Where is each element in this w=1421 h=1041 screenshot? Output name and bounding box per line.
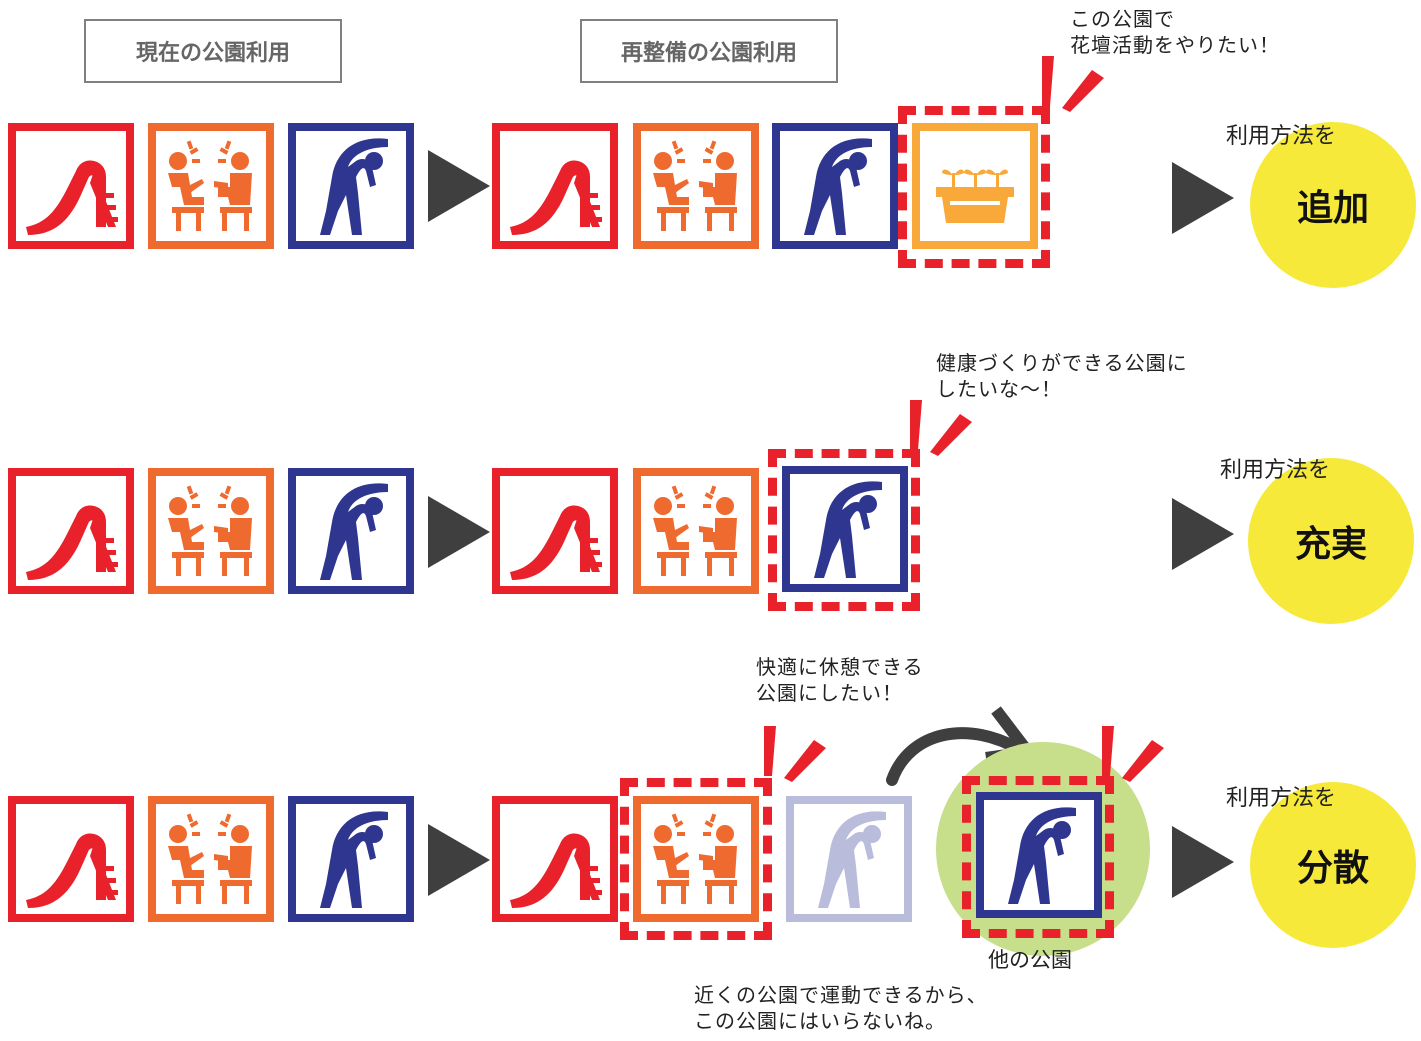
- exercise-tile: [288, 796, 414, 922]
- highlight-frame: [962, 776, 1114, 938]
- result-arrow: [1172, 826, 1234, 898]
- speech-line: 近くの公園で運動できるから、: [694, 983, 988, 1007]
- speech-line: 花壇活動をやりたい！: [1070, 33, 1280, 57]
- result-prefix: 利用方法を: [1226, 786, 1337, 811]
- conversation-icon: [641, 131, 751, 241]
- conversation-tile: [148, 468, 274, 594]
- speech-text: 近くの公園で運動できるから、 この公園にはいらないね。: [694, 982, 988, 1034]
- slide-tile: [492, 796, 618, 922]
- emphasis-marks-icon: [764, 726, 826, 782]
- result-arrow: [1172, 162, 1234, 234]
- result-prefix: 利用方法を: [1226, 124, 1337, 149]
- highlight-frame: [768, 449, 920, 611]
- conversation-tile: [633, 796, 759, 922]
- exercise-tile: [288, 468, 414, 594]
- speech-line: この公園で: [1070, 7, 1175, 31]
- result-circle: 充実: [1248, 458, 1414, 624]
- speech-line: 公園にしたい！: [756, 681, 903, 705]
- slide-icon: [500, 476, 610, 586]
- faded-exercise-tile: [786, 796, 912, 922]
- exercise-icon: [296, 476, 406, 586]
- transition-arrow: [428, 824, 490, 896]
- slide-tile: [8, 468, 134, 594]
- speech-text: 健康づくりができる公園に したいな～！: [936, 350, 1188, 402]
- other-park-label: 他の公園: [988, 948, 1072, 972]
- result-circle: 追加: [1250, 122, 1416, 288]
- result-circle: 分散: [1250, 782, 1416, 948]
- speech-text: この公園で 花壇活動をやりたい！: [1070, 6, 1280, 58]
- conversation-icon: [641, 476, 751, 586]
- conversation-tile: [633, 123, 759, 249]
- speech-line: 健康づくりができる公園に: [936, 351, 1188, 375]
- conversation-icon: [156, 804, 266, 914]
- slide-icon: [16, 131, 126, 241]
- slide-tile: [492, 468, 618, 594]
- speech-text: 快適に休憩できる 公園にしたい！: [756, 654, 924, 706]
- slide-icon: [500, 804, 610, 914]
- slide-icon: [16, 476, 126, 586]
- exercise-icon: [984, 800, 1094, 910]
- speech-line: したいな～！: [936, 377, 1062, 401]
- exercise-tile: [288, 123, 414, 249]
- transition-arrow: [428, 496, 490, 568]
- emphasis-marks-icon: [1102, 726, 1164, 782]
- result-label: 分散: [1296, 848, 1369, 889]
- slide-tile: [8, 123, 134, 249]
- exercise-icon: [296, 804, 406, 914]
- exercise-tile: [772, 123, 898, 249]
- conversation-icon: [156, 476, 266, 586]
- exercise-icon: [296, 131, 406, 241]
- flower-planter-icon: [920, 131, 1030, 241]
- exercise-tile: [782, 466, 908, 592]
- conversation-icon: [641, 804, 751, 914]
- transition-arrow: [428, 150, 490, 222]
- speech-line: この公園にはいらないね。: [694, 1009, 946, 1033]
- conversation-icon: [156, 131, 266, 241]
- emphasis-marks-icon: [910, 400, 972, 456]
- slide-icon: [500, 131, 610, 241]
- result-prefix: 利用方法を: [1220, 458, 1331, 483]
- slide-tile: [8, 796, 134, 922]
- header-redeveloped-usage: 再整備の公園利用: [580, 19, 838, 83]
- result-label: 充実: [1294, 524, 1367, 565]
- result-arrow: [1172, 498, 1234, 570]
- highlight-frame: [898, 106, 1050, 268]
- exercise-icon: [780, 131, 890, 241]
- header-current-usage: 現在の公園利用: [84, 19, 342, 83]
- slide-icon: [16, 804, 126, 914]
- emphasis-marks-icon: [1042, 56, 1104, 112]
- speech-line: 快適に休憩できる: [756, 655, 924, 679]
- slide-tile: [492, 123, 618, 249]
- planter-tile: [912, 123, 1038, 249]
- highlight-frame: [620, 778, 772, 940]
- exercise-icon: [790, 474, 900, 584]
- exercise-tile: [976, 792, 1102, 918]
- conversation-tile: [633, 468, 759, 594]
- result-label: 追加: [1296, 188, 1369, 229]
- conversation-tile: [148, 123, 274, 249]
- exercise-icon: [794, 804, 904, 914]
- conversation-tile: [148, 796, 274, 922]
